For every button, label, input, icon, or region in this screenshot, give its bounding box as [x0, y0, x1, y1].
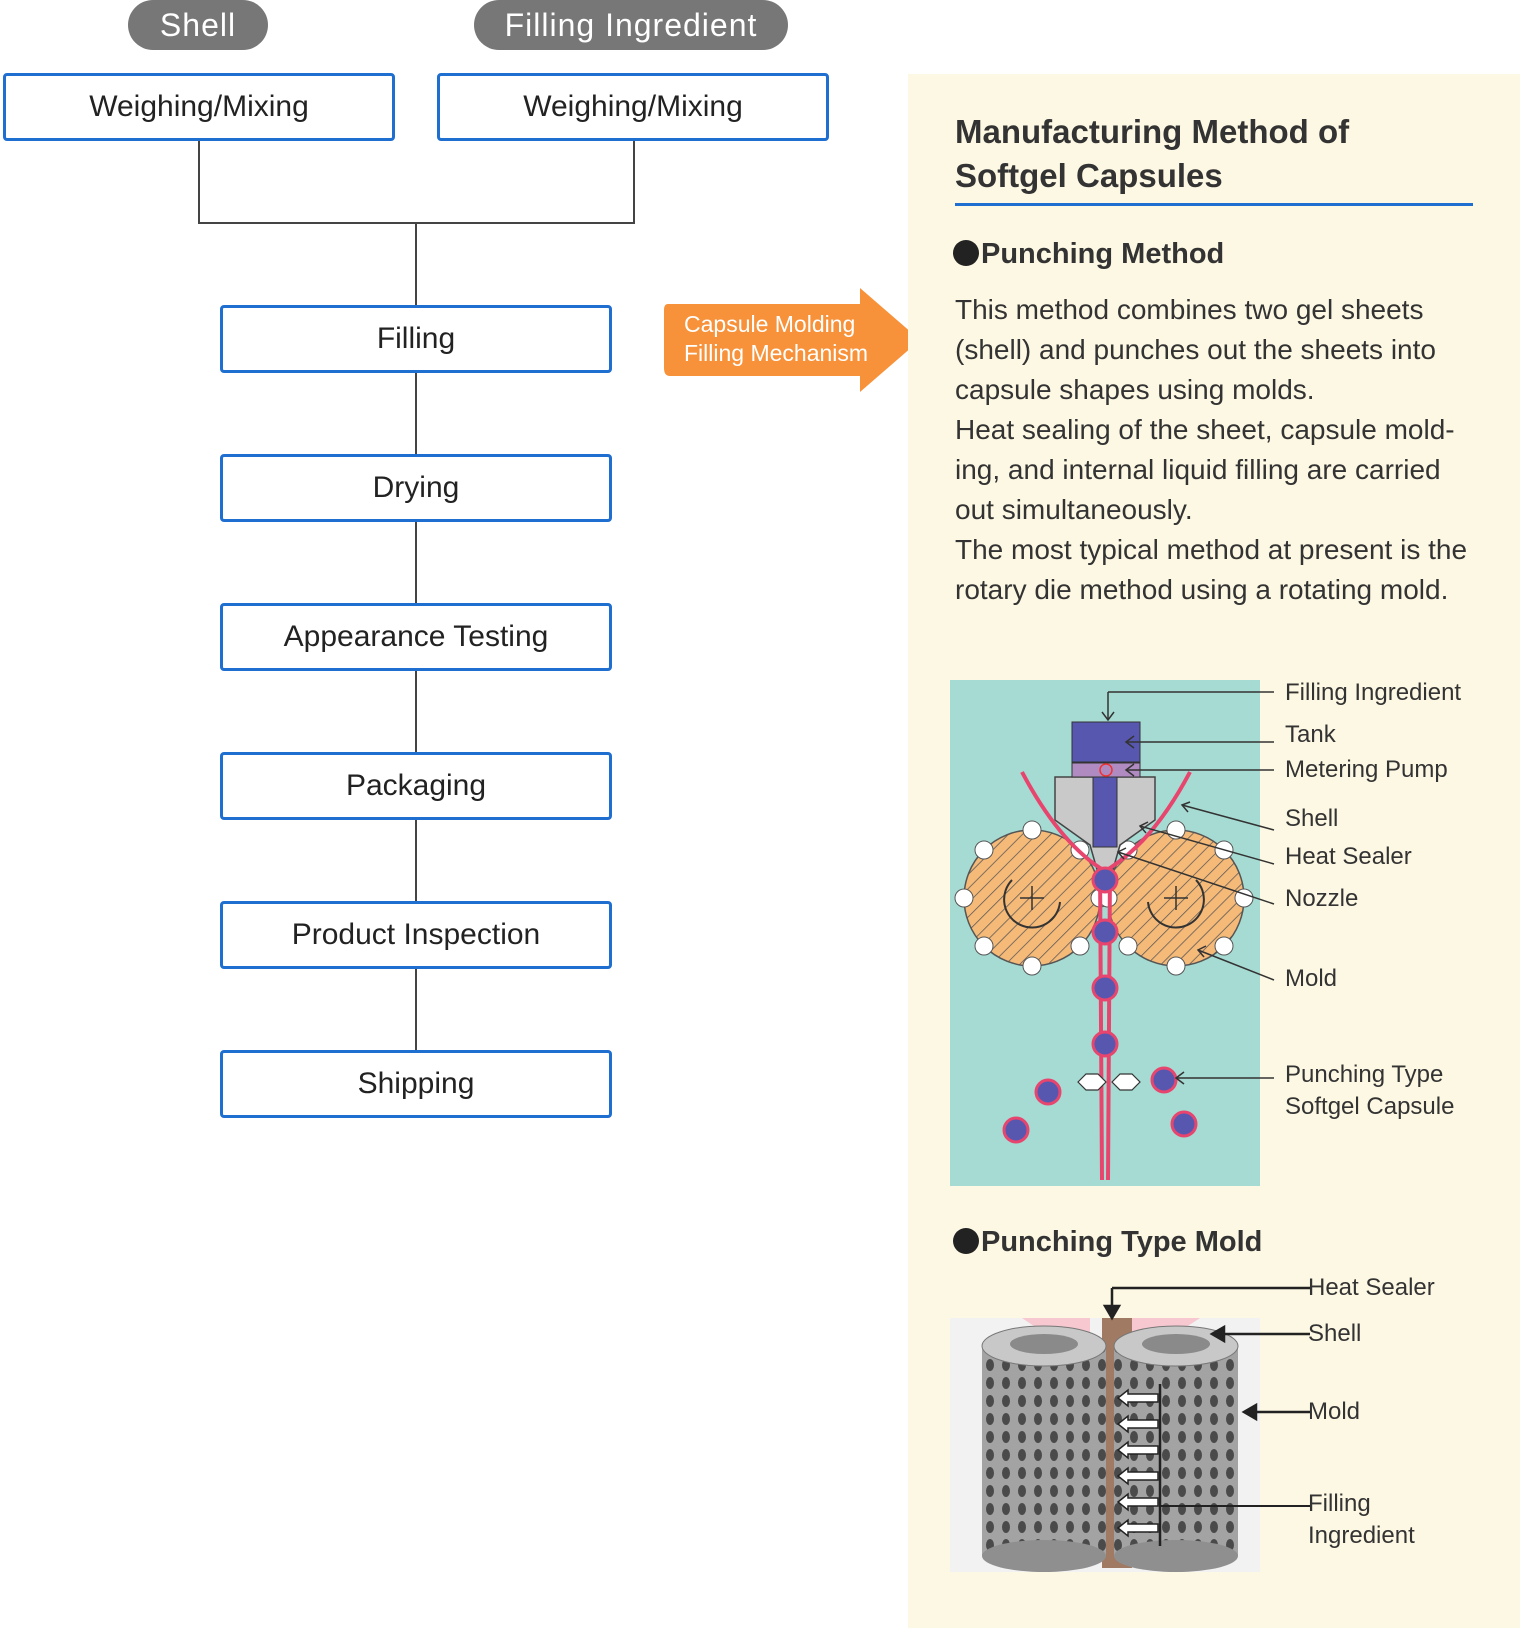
step-label: Drying	[372, 471, 460, 504]
label-filling-ingredient: Filling Ingredient	[1285, 679, 1462, 706]
title-underline	[955, 203, 1473, 206]
section1-heading-text: Punching Method	[981, 238, 1225, 270]
callout-arrow-icon	[664, 288, 920, 392]
connector-line	[415, 820, 417, 902]
connector-line	[415, 522, 417, 604]
label-heat-sealer: Heat Sealer	[1285, 843, 1412, 870]
bullet-icon	[953, 240, 979, 266]
label-metering-pump: Metering Pump	[1285, 756, 1448, 783]
step-drying: Drying	[220, 454, 612, 522]
punching-mold-illustration	[950, 1318, 1260, 1572]
connector-line	[198, 141, 200, 223]
mold-label-shell: Shell	[1308, 1320, 1362, 1347]
connector-line	[415, 373, 417, 455]
nozzle	[1092, 776, 1118, 848]
bullet-icon	[953, 1228, 979, 1254]
panel-title-line1: Manufacturing Method of	[955, 113, 1350, 150]
label-nozzle: Nozzle	[1285, 885, 1359, 912]
step-filling: Filling	[220, 305, 612, 373]
step-shipping: Shipping	[220, 1050, 612, 1118]
shell-sheet-left	[1020, 771, 1104, 1181]
description-paragraph: The most typical method at present is th…	[955, 534, 1468, 605]
label-mold: Mold	[1285, 965, 1338, 992]
connector-line	[415, 969, 417, 1051]
label-capsule-line2: Softgel Capsule	[1285, 1093, 1455, 1120]
panel-title: Manufacturing Method of Softgel Capsules	[955, 110, 1349, 198]
mold-label-filling-line2: Ingredient	[1308, 1522, 1415, 1549]
mold-label-filling-line1: Filling	[1308, 1490, 1371, 1517]
shell-header: Shell	[128, 0, 268, 50]
section-heading-punching-method: Punching Method	[953, 238, 1224, 271]
callout-line2: Filling Mechanism	[684, 340, 869, 366]
step-label: Product Inspection	[291, 918, 541, 951]
filling-ingredient-header: Filling Ingredient	[474, 0, 788, 50]
weighing-left-label: Weighing/Mixing	[89, 90, 309, 123]
shell-header-label: Shell	[159, 6, 237, 43]
step-packaging: Packaging	[220, 752, 612, 820]
section-heading-punching-type-mold: Punching Type Mold	[953, 1226, 1262, 1259]
step-label: Filling	[376, 322, 456, 355]
connector-line	[633, 141, 635, 223]
label-shell: Shell	[1285, 805, 1339, 832]
rotary-die-diagram	[950, 680, 1275, 1186]
shell-sheet-right	[1106, 771, 1192, 1181]
left-mold-cylinder	[982, 1346, 1106, 1556]
weighing-mixing-filling-box: Weighing/Mixing	[437, 73, 829, 141]
step-label: Shipping	[357, 1067, 475, 1100]
mold-leader-lines	[1102, 1286, 1310, 1507]
step-product-inspection: Product Inspection	[220, 901, 612, 969]
mold-label-heat-sealer: Heat Sealer	[1308, 1274, 1435, 1301]
filling-header-label: Filling Ingredient	[504, 6, 758, 43]
callout-line1: Capsule Molding	[684, 311, 856, 337]
description-paragraph: This method combines two gel sheets (she…	[955, 294, 1436, 405]
step-label: Appearance Testing	[283, 620, 549, 653]
label-capsule-line1: Punching Type	[1285, 1061, 1444, 1088]
method-description: This method combines two gel sheets (she…	[955, 290, 1485, 610]
weighing-right-label: Weighing/Mixing	[523, 90, 743, 123]
step-appearance-testing: Appearance Testing	[220, 603, 612, 671]
label-tank: Tank	[1285, 721, 1336, 748]
connector-line	[415, 222, 417, 306]
weighing-mixing-shell-box: Weighing/Mixing	[3, 73, 395, 141]
connector-line	[415, 671, 417, 753]
callout-text: Capsule Molding Filling Mechanism	[684, 310, 868, 368]
mold-label-mold: Mold	[1308, 1398, 1361, 1425]
section2-heading-text: Punching Type Mold	[981, 1226, 1263, 1258]
panel-title-line2: Softgel Capsules	[955, 157, 1223, 194]
step-label: Packaging	[345, 769, 487, 802]
description-paragraph: Heat sealing of the sheet, capsule mold-…	[955, 414, 1455, 525]
